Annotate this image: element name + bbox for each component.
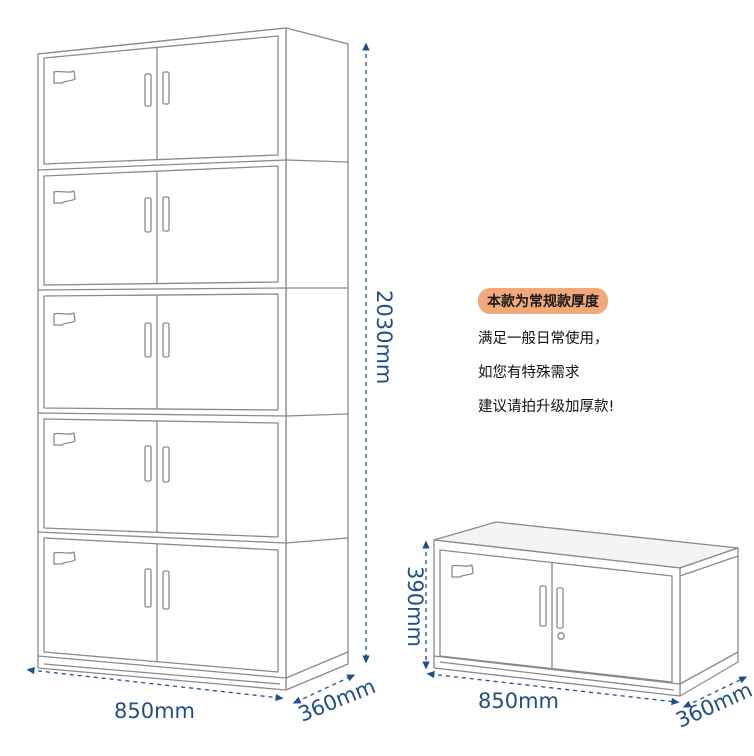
tall-cabinet-section-3 [43, 293, 279, 411]
note-line-3: 建议请拍升级加厚款! [478, 399, 615, 415]
low-height-label: 390mm [403, 566, 427, 647]
lock-icon [557, 632, 565, 640]
tall-width-label: 850mm [114, 699, 195, 723]
label-holder-icon [53, 312, 76, 326]
tall-cabinet-section-2 [43, 165, 279, 286]
note-line-1: 满足一般日常使用， [478, 331, 609, 347]
label-holder-icon [53, 190, 76, 204]
note-line-2: 如您有特殊需求 [478, 365, 580, 381]
thickness-note: 本款为常规款厚度 满足一般日常使用， 如您有特殊需求 建议请拍升级加厚款! [478, 288, 678, 416]
label-holder-icon [53, 432, 76, 446]
low-cabinet-dimension-lines [422, 540, 748, 708]
low-cabinet [433, 521, 739, 697]
thickness-badge: 本款为常规款厚度 [478, 288, 608, 314]
tall-depth-label: 360mm [295, 674, 379, 727]
low-width-label: 850mm [478, 689, 559, 713]
tall-cabinet [37, 27, 349, 691]
label-holder-icon [451, 564, 474, 578]
tall-cabinet-section-4 [43, 418, 279, 538]
label-holder-icon [53, 70, 76, 84]
tall-cabinet-section-1 [43, 35, 279, 165]
label-holder-icon [53, 551, 76, 565]
tall-cabinet-dimension-lines [26, 42, 370, 704]
tall-height-label: 2030mm [372, 290, 396, 384]
